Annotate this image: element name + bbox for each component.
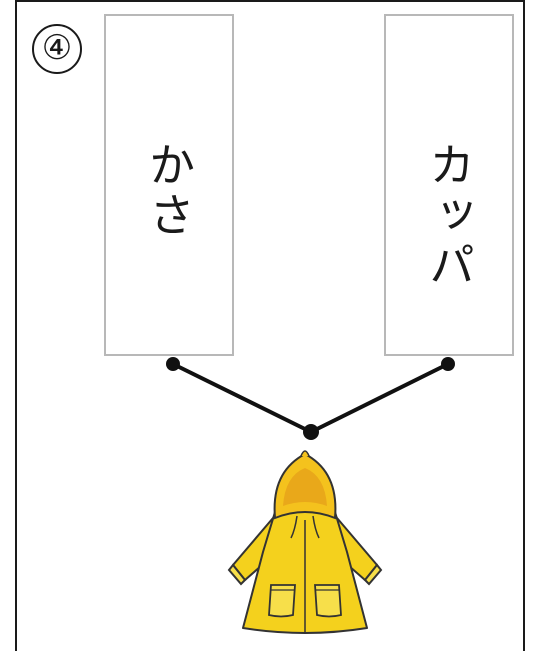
raincoat-icon <box>227 450 383 634</box>
connector-dot-right[interactable] <box>441 357 455 371</box>
choice-card-right-text: カッパ <box>422 141 476 291</box>
question-number: ④ <box>32 24 82 74</box>
connector-line-left <box>172 362 312 434</box>
connector-dot-bottom[interactable] <box>303 424 319 440</box>
choice-card-right[interactable]: カッパ <box>384 14 514 356</box>
connector-line-right <box>310 362 449 434</box>
choice-card-left-text: かさ <box>142 141 196 241</box>
connector-dot-left[interactable] <box>166 357 180 371</box>
worksheet-frame <box>15 0 525 651</box>
choice-card-left[interactable]: かさ <box>104 14 234 356</box>
